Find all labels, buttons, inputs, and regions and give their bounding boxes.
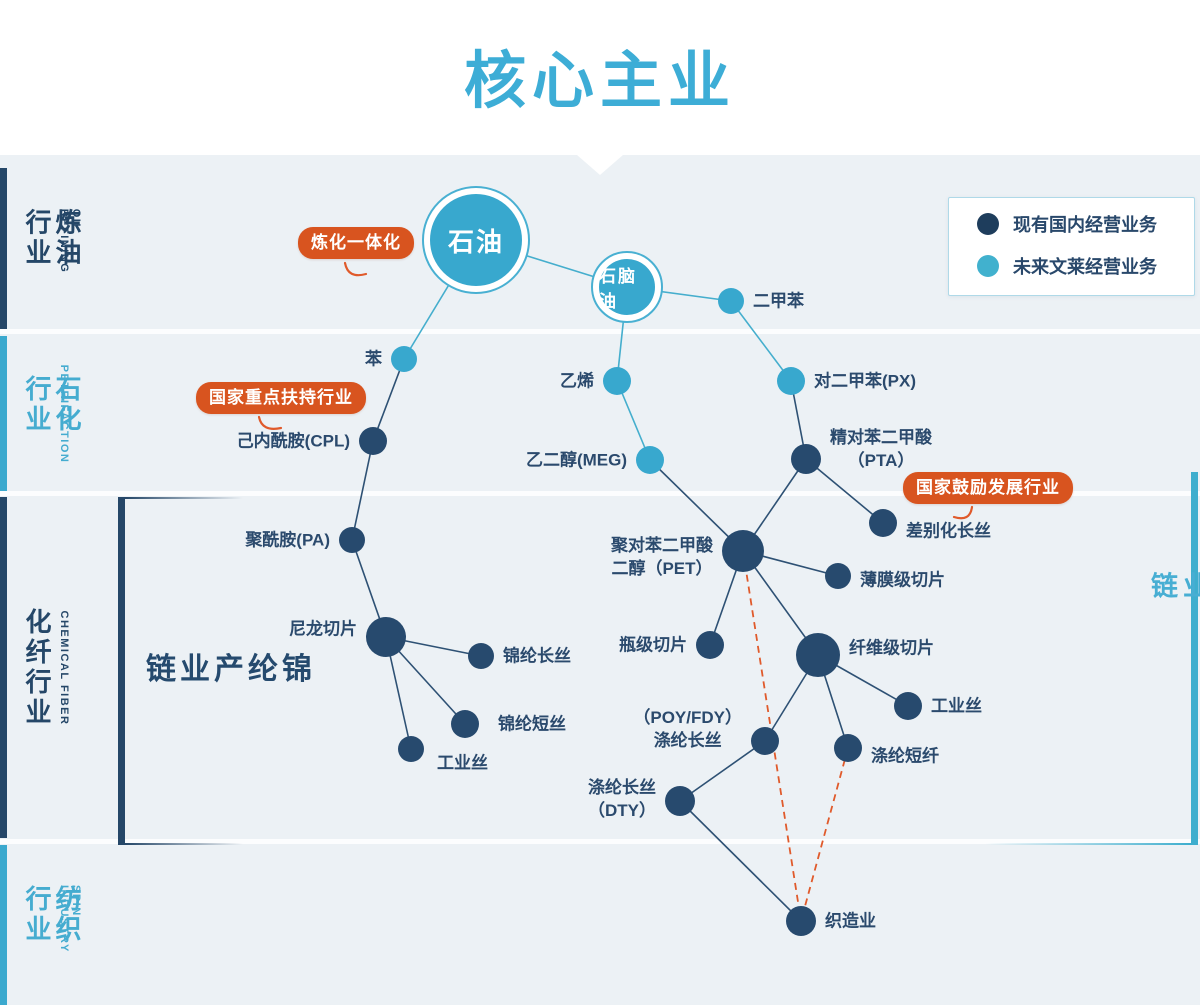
badge-refine-integration: 炼化一体化 (298, 227, 414, 259)
node-shiyou-dot (430, 194, 522, 286)
sidebar-label-zh: 炼油行业 (22, 208, 82, 269)
node-erjiaben-dot (718, 288, 744, 314)
legend-dot-future (977, 255, 999, 277)
nylon-bracket-top-line (125, 497, 243, 499)
sidebar-section-3: 化纤行业 CHEMICAL FIBER (0, 497, 110, 838)
edge-yixi-meg (616, 380, 651, 461)
legend-dot-existing (977, 213, 999, 235)
legend-item-existing: 现有国内经营业务 (949, 212, 1194, 236)
sidebar-accent-bar (0, 168, 7, 329)
legend: 现有国内经营业务未来文莱经营业务 (948, 197, 1195, 296)
nylon-bracket-bar (118, 497, 125, 845)
node-chabie-dot (869, 509, 897, 537)
edge-meg-pet (649, 459, 744, 552)
edge-erjiaben-px (730, 300, 792, 382)
badge-state-encouraged: 国家鼓励发展行业 (903, 472, 1073, 504)
badge-tail-state-key-support (257, 415, 283, 430)
nylon-bracket-bottom-line (125, 843, 243, 845)
node-pingji-dot (696, 631, 724, 659)
edge-dilun-duanxian-zhizaoye (800, 747, 849, 922)
sidebar-label-en: PETRIFACTION (58, 364, 70, 463)
legend-label: 未来文莱经营业务 (1013, 257, 1157, 277)
sidebar-label-en: OIL REFINING (58, 208, 82, 273)
node-meg-dot (636, 446, 664, 474)
node-baomo-dot (825, 563, 851, 589)
sidebar-label-zh: 化纤行业 (22, 607, 52, 728)
node-poyfdy-dot (751, 727, 779, 755)
polyester-bracket-bar (1191, 472, 1198, 845)
edge-pet-zhizaoye (742, 550, 802, 922)
badge-state-key-support: 国家重点扶持行业 (196, 382, 366, 414)
edge-poyfdy-dty (679, 740, 766, 802)
section-divider (0, 491, 1200, 496)
legend-item-future: 未来文莱经营业务 (949, 254, 1194, 278)
node-jinlun-changsi-dot (468, 643, 494, 669)
sidebar-accent-bar (0, 336, 7, 491)
node-ben-dot (391, 346, 417, 372)
polyester-chain-label: 涤纶产业链 (1147, 571, 1200, 605)
node-dilun-duanxian-dot (834, 734, 862, 762)
page-title: 核心主业 (463, 47, 736, 116)
badge-tail-refine-integration (343, 261, 368, 277)
node-zhizaoye-dot (786, 906, 816, 936)
node-yixi-dot (603, 367, 631, 395)
sidebar-accent-bar (0, 845, 7, 1005)
node-gongyesi-dilun-dot (894, 692, 922, 720)
node-dty-dot (665, 786, 695, 816)
sidebar-accent-bar (0, 497, 7, 838)
edge-pta-chabie (805, 458, 884, 524)
sidebar-label-zh: 石化行业 (22, 374, 82, 435)
node-gongyesi-jinlun-dot (398, 736, 424, 762)
edge-cpl-pa (351, 440, 374, 541)
title-pointer-notch (577, 155, 623, 175)
polyester-bracket-bottom-line (985, 843, 1191, 845)
node-px-dot (777, 367, 805, 395)
sidebar-label-en: SPIN INDUSTRY (58, 885, 82, 953)
edge-dty-zhizaoye (679, 800, 802, 922)
node-pta-dot (791, 444, 821, 474)
node-jinlun-duansi-dot (451, 710, 479, 738)
node-nilong-dot (366, 617, 406, 657)
node-pet-dot (722, 530, 764, 572)
badge-tail-state-encouraged (952, 505, 974, 520)
legend-label: 现有国内经营业务 (1013, 215, 1157, 235)
edge-ben-cpl (372, 358, 405, 442)
node-pa-dot (339, 527, 365, 553)
node-cpl-dot (359, 427, 387, 455)
nylon-chain-label: 锦纶产业链 (141, 652, 310, 690)
node-xianwei-dot (796, 633, 840, 677)
node-shinaoyou-dot (599, 259, 655, 315)
sidebar-label-zh: 纺织行业 (22, 885, 82, 945)
section-divider (0, 329, 1200, 334)
sidebar-label-en: CHEMICAL FIBER (58, 610, 70, 725)
section-divider (0, 839, 1200, 844)
